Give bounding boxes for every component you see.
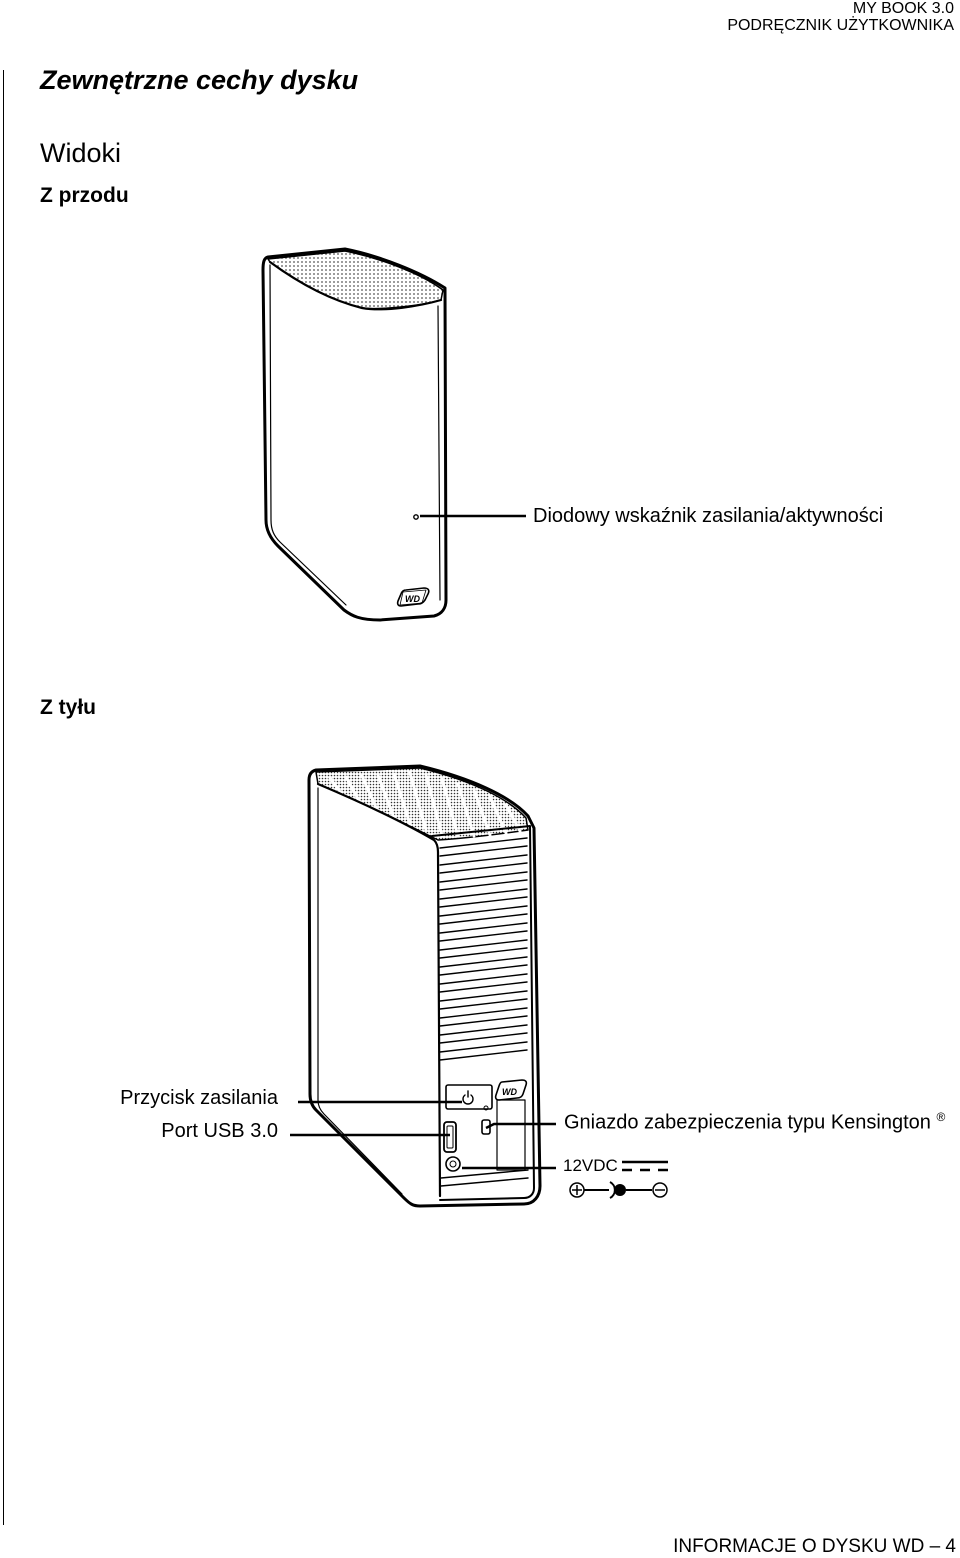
power-button-callout-label: Przycisk zasilania: [120, 1087, 278, 1109]
dc-jack-illustration: [445, 1156, 461, 1172]
page-footer: INFORMACJE O DYSKU WD – 4: [673, 1536, 956, 1557]
back-callout-lines: [290, 1100, 556, 1170]
wd-logo-back: WD: [494, 1079, 528, 1101]
led-callout-label: Diodowy wskaźnik zasilania/aktywności: [533, 505, 884, 527]
back-view-heading: Z tyłu: [40, 696, 96, 719]
kensington-callout-text: Gniazdo zabezpieczenia typu Kensington: [564, 1111, 931, 1134]
kensington-callout-label: Gniazdo zabezpieczenia typu Kensington ®: [564, 1110, 945, 1135]
registered-mark: ®: [936, 1110, 946, 1124]
header-product: MY BOOK 3.0: [852, 0, 954, 17]
dc-input-callout-label: 12VDC: [563, 1156, 618, 1175]
header-manual: PODRĘCZNIK UŻYTKOWNIKA: [727, 17, 954, 34]
section-title: Zewnętrzne cechy dysku: [40, 65, 359, 95]
power-symbol-icon: [462, 1090, 474, 1105]
led-indicator-icon: [413, 514, 419, 520]
usb-port-illustration: [443, 1121, 457, 1153]
back-drive-illustration: WD: [307, 764, 542, 1208]
front-drive-illustration: WD: [261, 247, 448, 622]
section-subtitle: Widoki: [40, 138, 122, 168]
power-button-illustration: [445, 1084, 493, 1110]
wd-logo-front: WD: [396, 587, 430, 607]
svg-text:WD: WD: [502, 1087, 517, 1097]
front-view-heading: Z przodu: [40, 184, 129, 207]
svg-text:WD: WD: [405, 594, 420, 604]
left-margin-rule: [3, 70, 4, 1525]
usb-port-callout-label: Port USB 3.0: [161, 1120, 278, 1142]
dc-polarity-icon: [569, 1160, 668, 1199]
